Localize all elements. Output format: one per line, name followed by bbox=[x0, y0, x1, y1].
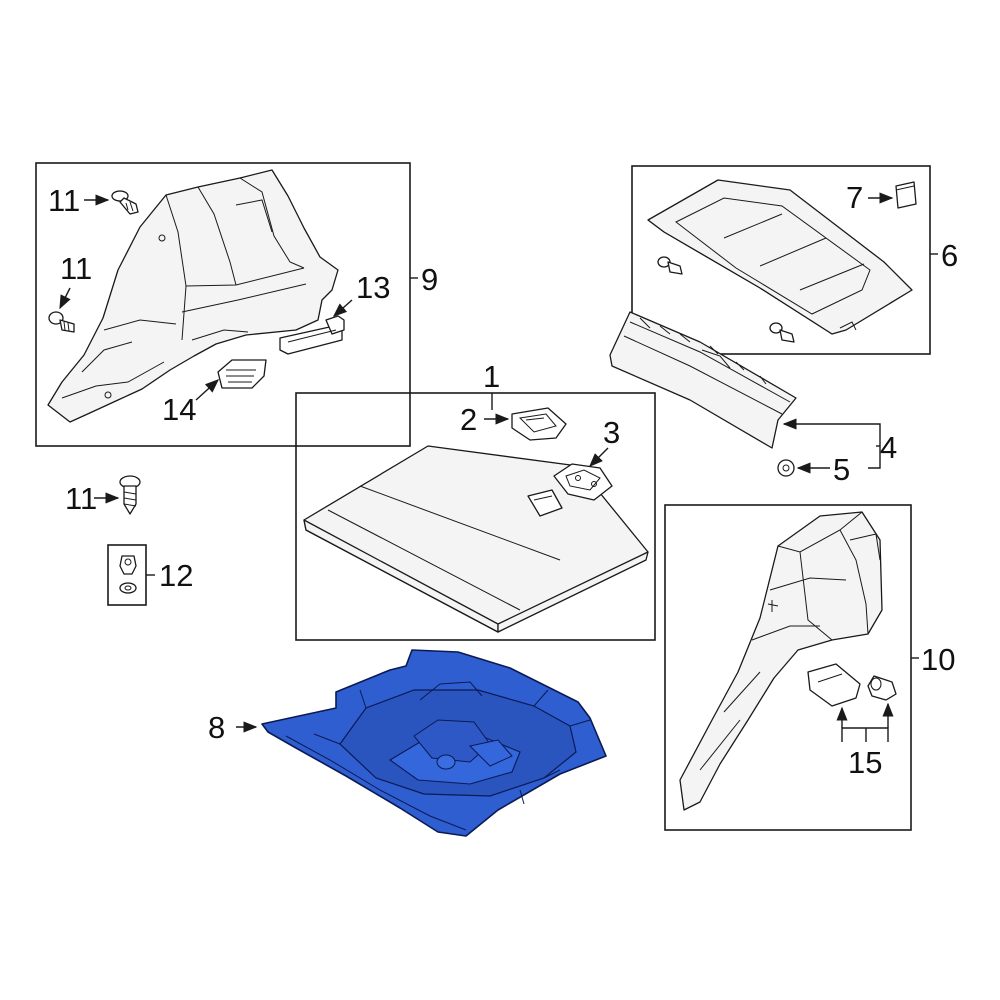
handle-part-2[interactable] bbox=[511, 407, 567, 441]
clip-nut-part-12[interactable] bbox=[119, 555, 137, 594]
callout-2: 2 bbox=[460, 402, 477, 437]
callout-5: 5 bbox=[833, 452, 850, 487]
callout-6: 6 bbox=[941, 238, 958, 273]
callout-14: 14 bbox=[162, 392, 196, 427]
sill-plate-part-4[interactable] bbox=[609, 311, 797, 449]
clip-part-5[interactable] bbox=[777, 459, 795, 477]
bulb-part-15b[interactable] bbox=[867, 675, 897, 701]
callout-4: 4 bbox=[880, 430, 897, 465]
left-quarter-trim-part[interactable] bbox=[47, 169, 339, 423]
callout-15: 15 bbox=[848, 745, 882, 780]
callout-1: 1 bbox=[483, 359, 500, 394]
callout-11-upper: 11 bbox=[48, 183, 80, 218]
callout-labels: 11 11 11 12 13 14 9 1 2 3 7 6 4 5 10 15 … bbox=[48, 180, 958, 780]
callout-9: 9 bbox=[421, 262, 438, 297]
callout-13: 13 bbox=[356, 270, 390, 305]
callout-8: 8 bbox=[208, 710, 225, 745]
group-box-9 bbox=[35, 162, 418, 447]
package-tray-part-6[interactable] bbox=[647, 179, 913, 335]
cargo-floor-cover-part-1[interactable] bbox=[303, 445, 649, 633]
bracket-part-13[interactable] bbox=[279, 315, 345, 355]
callout-11-middle: 11 bbox=[60, 251, 92, 286]
group-box-6 bbox=[631, 165, 938, 355]
clip-part-7[interactable] bbox=[895, 181, 917, 209]
callout-11-loose: 11 bbox=[65, 481, 97, 516]
group-frame-10 bbox=[664, 504, 912, 831]
group-frame-12 bbox=[107, 544, 147, 606]
callout-10: 10 bbox=[921, 642, 955, 677]
group-box-1 bbox=[295, 392, 656, 641]
hook-part-3[interactable] bbox=[553, 463, 613, 501]
group-frame-9 bbox=[35, 162, 411, 447]
callout-7: 7 bbox=[846, 180, 863, 215]
callout-12: 12 bbox=[159, 558, 193, 593]
group-frame-1 bbox=[295, 392, 656, 641]
hook-part-15a[interactable] bbox=[807, 663, 861, 707]
callout-3: 3 bbox=[603, 415, 620, 450]
tray-screw-right[interactable] bbox=[769, 322, 795, 343]
group-box-12 bbox=[107, 544, 155, 606]
group-frame-6 bbox=[631, 165, 931, 355]
screw-11-loose[interactable] bbox=[119, 475, 141, 515]
tray-screw-left[interactable] bbox=[657, 256, 683, 275]
cargo-floor-part-8-highlighted[interactable] bbox=[261, 649, 607, 837]
vent-grille-part-14[interactable] bbox=[217, 359, 267, 389]
leader-lines bbox=[59, 192, 894, 742]
screw-11-middle[interactable] bbox=[48, 311, 75, 333]
right-quarter-trim-part-10[interactable] bbox=[679, 511, 883, 811]
screw-11-upper[interactable] bbox=[111, 190, 139, 215]
group-box-10 bbox=[664, 504, 919, 831]
